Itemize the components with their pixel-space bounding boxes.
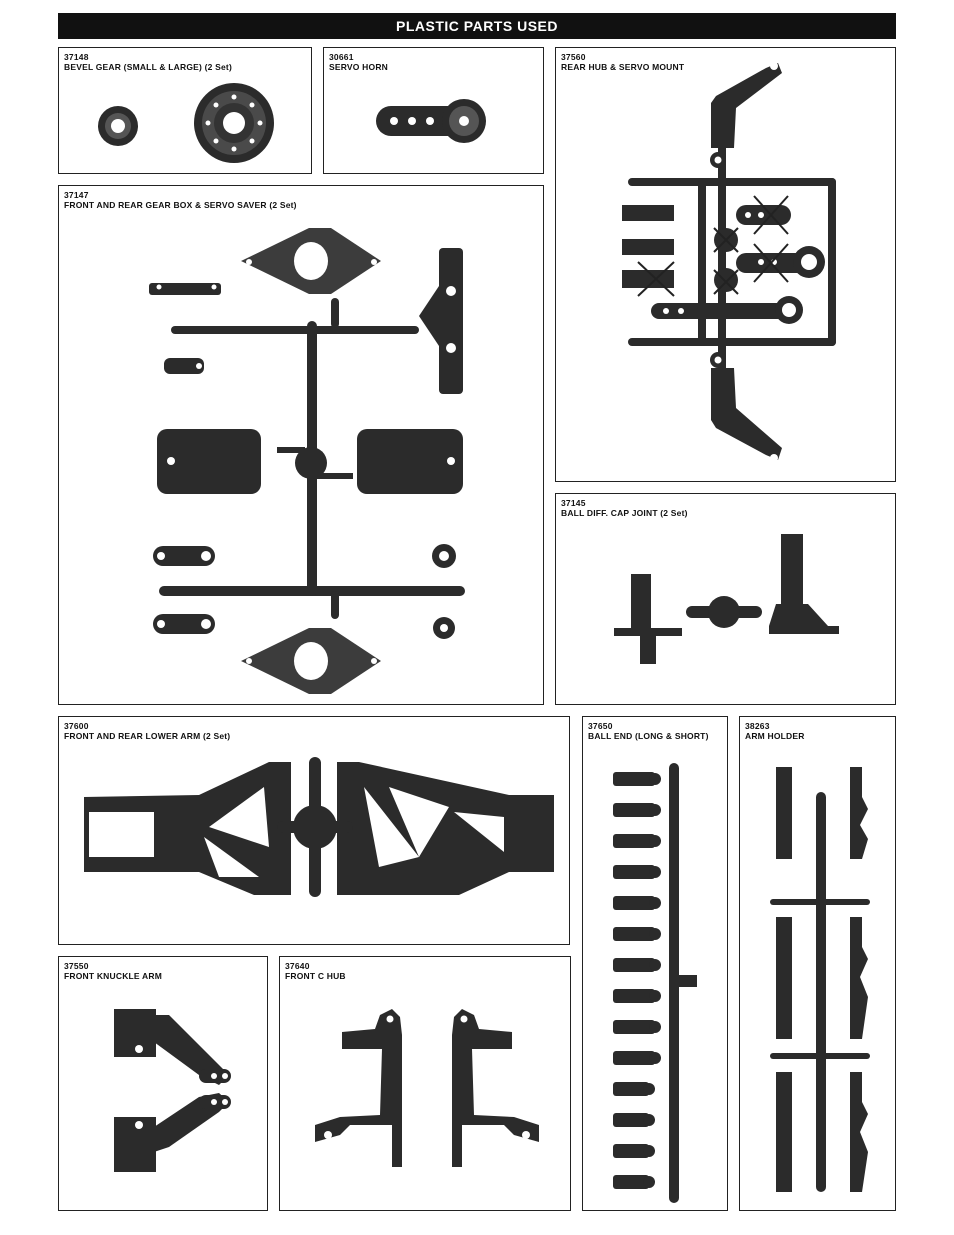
front-knuckle-arm-illustration — [114, 1009, 231, 1172]
part-name: SERVO HORN — [329, 62, 388, 72]
ball-diff-cap-illustration — [614, 534, 839, 664]
part-number: 38263 — [745, 721, 770, 731]
part-number: 37147 — [64, 190, 89, 200]
part-name: BALL DIFF. CAP JOINT (2 Set) — [561, 508, 688, 518]
arm-holder-illustration — [770, 767, 870, 1192]
front-c-hub-illustration — [315, 1009, 539, 1167]
part-number: 37640 — [285, 961, 310, 971]
part-name: BALL END (LONG & SHORT) — [588, 731, 709, 741]
rear-hub-illustration — [622, 62, 836, 462]
part-name: FRONT KNUCKLE ARM — [64, 971, 162, 981]
lower-arm-illustration — [84, 757, 554, 897]
part-name: BEVEL GEAR (SMALL & LARGE) (2 Set) — [64, 62, 232, 72]
part-number: 37560 — [561, 52, 586, 62]
ball-end-illustration — [613, 763, 697, 1203]
part-name: ARM HOLDER — [745, 731, 805, 741]
servo-horn-illustration — [376, 99, 486, 143]
part-number: 37550 — [64, 961, 89, 971]
part-name: FRONT AND REAR LOWER ARM (2 Set) — [64, 731, 231, 741]
part-number: 37148 — [64, 52, 89, 62]
part-name: REAR HUB & SERVO MOUNT — [561, 62, 685, 72]
gear-box-illustration — [149, 228, 465, 694]
part-number: 37650 — [588, 721, 613, 731]
part-name: FRONT C HUB — [285, 971, 346, 981]
page-title: PLASTIC PARTS USED — [58, 13, 896, 39]
part-name: FRONT AND REAR GEAR BOX & SERVO SAVER (2… — [64, 200, 297, 210]
part-number: 37145 — [561, 498, 586, 508]
part-number: 30661 — [329, 52, 354, 62]
part-number: 37600 — [64, 721, 89, 731]
bevel-gear-illustration — [98, 83, 274, 163]
